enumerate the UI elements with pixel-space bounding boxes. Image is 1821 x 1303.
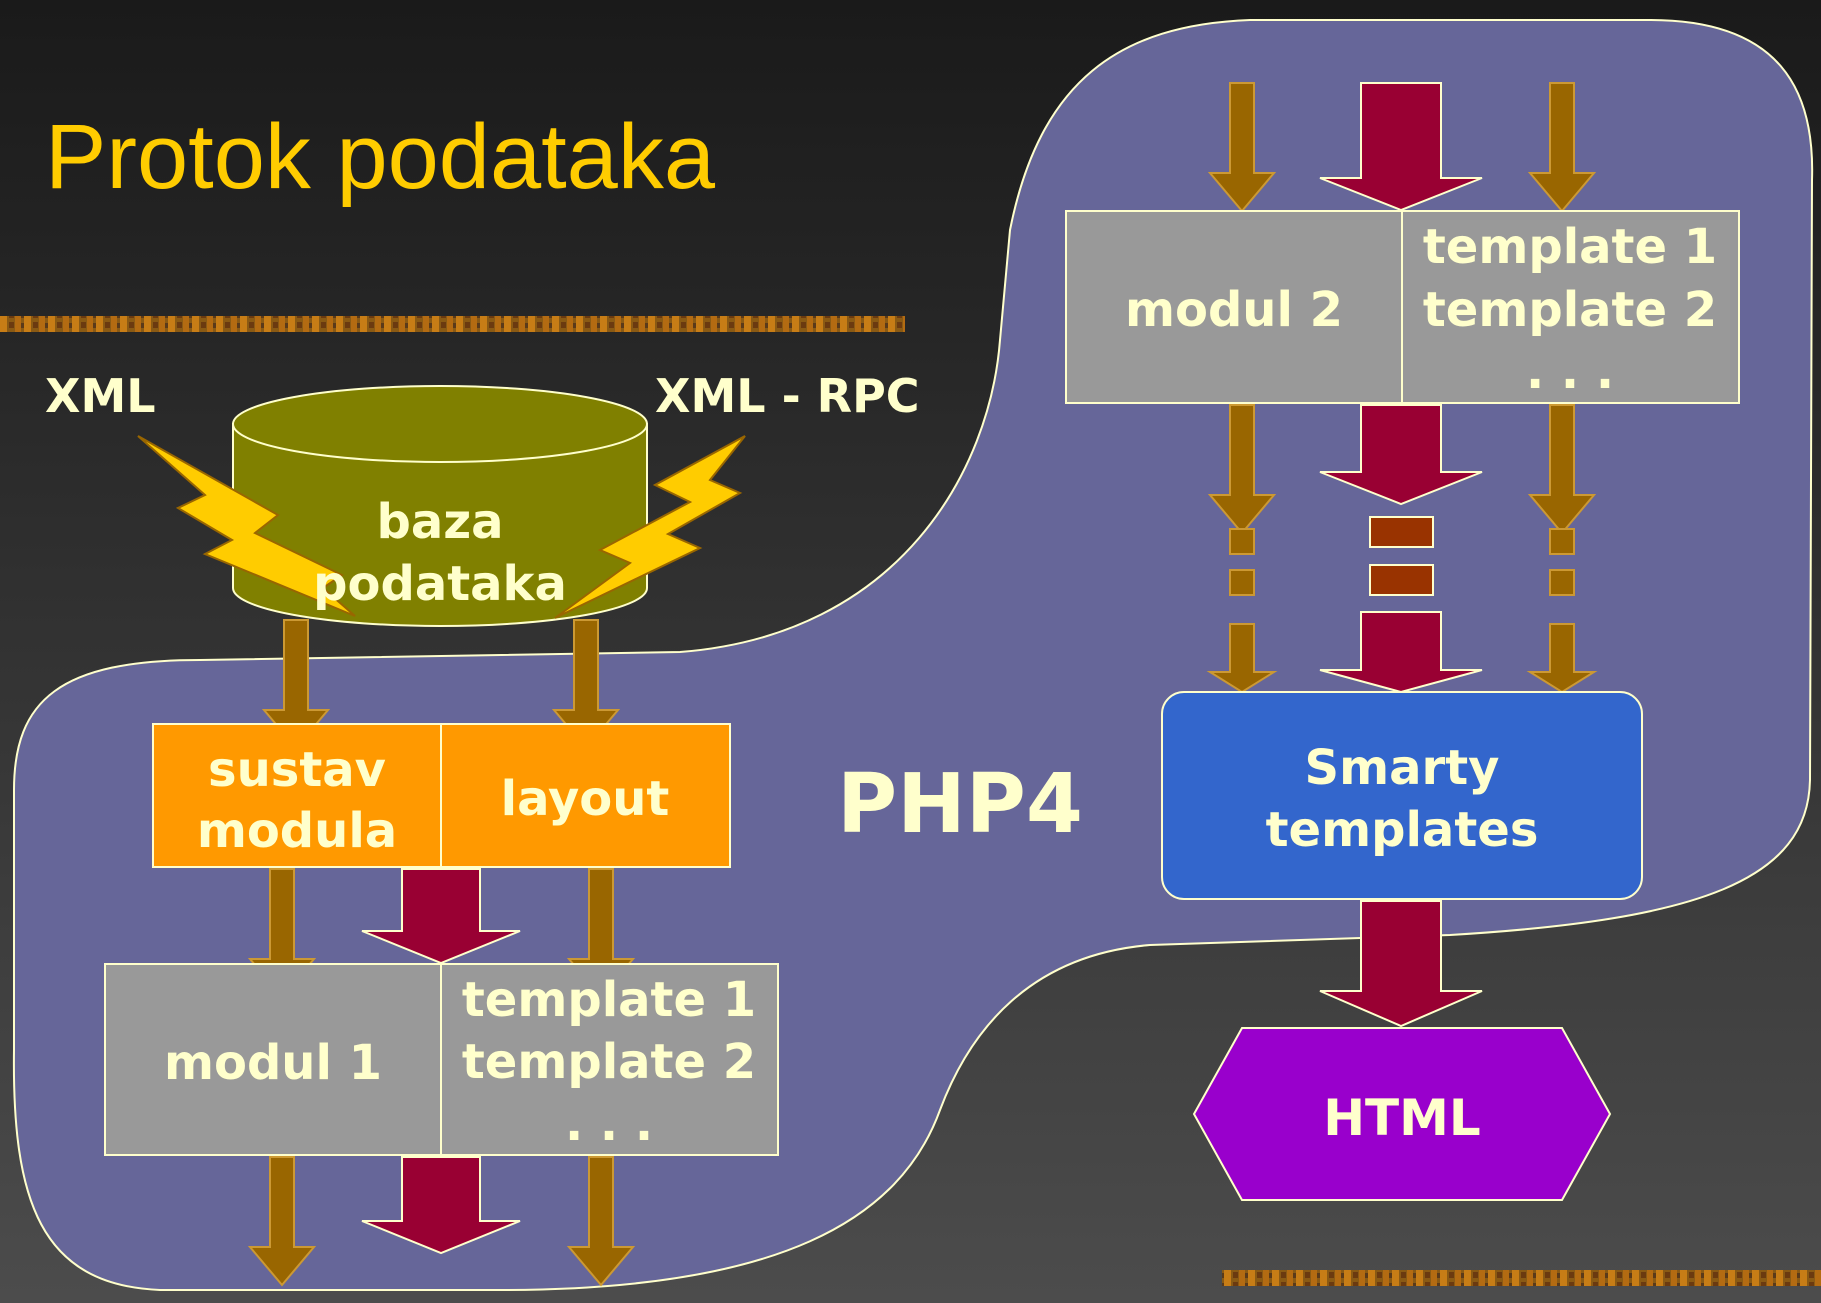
decorative-stripe-bottom — [1222, 1270, 1821, 1286]
module-system-label-line1: sustav — [208, 742, 386, 798]
module1-template1-label: template 1 — [462, 972, 756, 1028]
down-arrow-icon — [1319, 900, 1483, 1028]
module-system-label-line2: modula — [197, 803, 397, 859]
down-arrow-icon — [361, 868, 521, 965]
html-output-label: HTML — [1323, 1089, 1481, 1147]
dashed-flow-segments — [1229, 516, 1575, 596]
module2-templates-box — [1401, 210, 1740, 404]
decorative-stripe-top — [0, 316, 905, 332]
php4-region-label: PHP4 — [837, 757, 1083, 852]
module1-label: modul 1 — [164, 1035, 382, 1091]
xml-rpc-source-label: XML - RPC — [655, 369, 920, 423]
module2-template2-label: template 2 — [1423, 282, 1717, 338]
module1-box — [104, 963, 442, 1156]
module2-template1-label: template 1 — [1423, 219, 1717, 275]
lightning-bolt-icon — [137, 435, 356, 617]
down-arrow-icon — [1319, 404, 1483, 506]
down-arrow-icon — [1206, 623, 1278, 694]
down-arrow-icon — [1319, 82, 1483, 212]
smarty-label-line1: Smarty — [1305, 740, 1500, 796]
database-label-line2: podataka — [313, 556, 567, 612]
html-output-hexagon — [1192, 1027, 1612, 1201]
module1-templates-box — [440, 963, 779, 1156]
database-label-line1: baza — [376, 494, 503, 550]
module1-template2-label: template 2 — [462, 1034, 756, 1090]
down-arrow-icon — [1526, 623, 1598, 694]
module1-ellipsis: . . . — [565, 1096, 653, 1152]
page-title: Protok podataka — [45, 106, 716, 208]
module2-ellipsis: . . . — [1526, 344, 1614, 400]
module2-box — [1065, 210, 1403, 404]
down-arrow-icon — [361, 1156, 521, 1255]
layout-box — [440, 723, 731, 868]
down-arrow-icon — [1319, 611, 1483, 694]
layout-label: layout — [501, 771, 670, 827]
module-system-box — [152, 723, 442, 868]
xml-source-label: XML — [45, 369, 156, 423]
smarty-templates-box — [1161, 691, 1643, 900]
module2-label: modul 2 — [1125, 282, 1343, 338]
smarty-label-line2: templates — [1266, 802, 1539, 858]
lightning-bolt-icon — [554, 435, 746, 619]
